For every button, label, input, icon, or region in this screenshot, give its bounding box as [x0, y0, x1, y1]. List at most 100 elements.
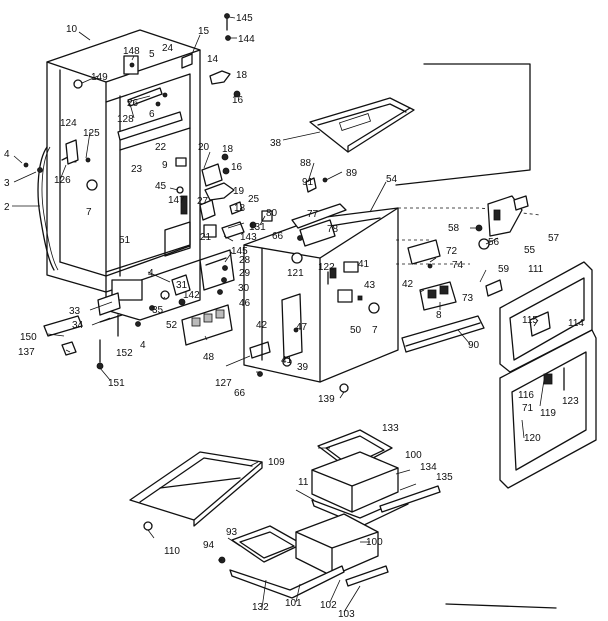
callout-72: 72	[446, 246, 458, 257]
callout-71: 71	[522, 403, 534, 414]
callout-5: 5	[149, 49, 155, 60]
callout-20: 20	[198, 142, 210, 153]
top-cover-38	[309, 97, 415, 153]
callout-66: 66	[272, 231, 284, 242]
callout-labels: 10 145 144 15 148 5 24 14 18 149 26 6 16…	[4, 13, 584, 620]
callout-24: 24	[162, 43, 174, 54]
callout-38: 38	[270, 138, 282, 149]
callout-7: 7	[86, 207, 92, 218]
callout-78: 78	[327, 224, 339, 235]
callout-31: 31	[176, 280, 188, 291]
bottom-rule	[445, 603, 557, 609]
control-panel-48	[181, 304, 233, 346]
callout-16: 16	[231, 162, 243, 173]
callout-122: 122	[318, 262, 335, 273]
callout-52: 52	[166, 320, 178, 331]
callout-19: 19	[233, 186, 245, 197]
callout-2: 2	[4, 202, 10, 213]
guide-line	[395, 63, 531, 186]
callout-41: 41	[281, 355, 293, 366]
callout-47: 47	[296, 322, 308, 333]
callout-80: 80	[266, 208, 278, 219]
callout-94: 94	[203, 540, 215, 551]
callout-135: 135	[436, 472, 453, 483]
callout-43: 43	[364, 280, 376, 291]
callout-124: 124	[60, 118, 77, 129]
callout-137: 137	[18, 347, 35, 358]
callout-27: 27	[197, 196, 209, 207]
crisper-assembly-upper	[311, 429, 441, 527]
callout-132: 132	[252, 602, 269, 613]
shelf-109	[129, 451, 263, 531]
callout-139: 139	[318, 394, 335, 405]
cord	[37, 146, 55, 271]
inner-liner	[243, 177, 399, 393]
callout-128: 128	[117, 114, 134, 125]
callout-89: 89	[346, 168, 358, 179]
callout-55: 55	[524, 245, 536, 256]
callout-42: 42	[256, 320, 268, 331]
callout-7: 7	[372, 325, 378, 336]
callout-15: 15	[198, 26, 210, 37]
callout-121: 121	[287, 268, 304, 279]
center-hinge-assembly	[199, 153, 273, 239]
callout-46: 46	[239, 298, 251, 309]
callout-143: 143	[240, 232, 257, 243]
callout-22: 22	[155, 142, 167, 153]
callout-56: 56	[488, 237, 500, 248]
callout-18: 18	[234, 203, 246, 214]
callout-4: 4	[148, 268, 154, 279]
callout-145: 145	[231, 246, 248, 257]
callout-126: 126	[54, 175, 71, 186]
callout-66: 66	[234, 388, 246, 399]
callout-115: 115	[522, 315, 538, 326]
callout-45: 45	[155, 181, 167, 192]
callout-30: 30	[238, 283, 250, 294]
callout-88: 88	[300, 158, 312, 169]
callout-4: 4	[140, 340, 146, 351]
callout-6: 6	[149, 109, 155, 120]
callout-50: 50	[350, 325, 362, 336]
callout-21: 21	[200, 232, 212, 243]
callout-26: 26	[127, 98, 139, 109]
callout-28: 28	[239, 255, 251, 266]
callout-149: 149	[91, 72, 108, 83]
callout-102: 102	[320, 600, 337, 611]
callout-152: 152	[116, 348, 133, 359]
callout-148: 148	[123, 46, 140, 57]
doors	[499, 261, 597, 489]
callout-147: 147	[168, 195, 185, 206]
bottom-left-parts	[23, 139, 123, 370]
control-housing-55	[407, 195, 529, 311]
callout-41: 41	[358, 259, 370, 270]
lower-hinge-assembly	[135, 249, 235, 327]
callout-74: 74	[452, 260, 464, 271]
callout-109: 109	[268, 457, 285, 468]
callout-145: 145	[236, 13, 253, 24]
callout-42: 42	[402, 279, 414, 290]
callout-110: 110	[164, 546, 180, 557]
callout-100: 100	[405, 450, 422, 461]
callout-14: 14	[207, 54, 219, 65]
callout-150: 150	[20, 332, 37, 343]
callout-93: 93	[226, 527, 238, 538]
callout-33: 33	[69, 306, 81, 317]
callout-116: 116	[518, 390, 534, 401]
callout-8: 8	[436, 310, 442, 321]
callout-18: 18	[222, 144, 234, 155]
callout-119: 119	[540, 408, 556, 419]
callout-73: 73	[462, 293, 474, 304]
callout-48: 48	[203, 352, 215, 363]
callout-123: 123	[562, 396, 579, 407]
crisper-assembly-lower	[218, 513, 389, 599]
callout-23: 23	[131, 164, 143, 175]
callout-131: 131	[249, 222, 266, 233]
callout-127: 127	[215, 378, 232, 389]
callout-10: 10	[66, 24, 78, 35]
callout-54: 54	[386, 174, 398, 185]
callout-3: 3	[4, 178, 10, 189]
callout-4: 4	[4, 149, 10, 160]
callout-34: 34	[72, 320, 84, 331]
callout-9: 9	[162, 160, 168, 171]
